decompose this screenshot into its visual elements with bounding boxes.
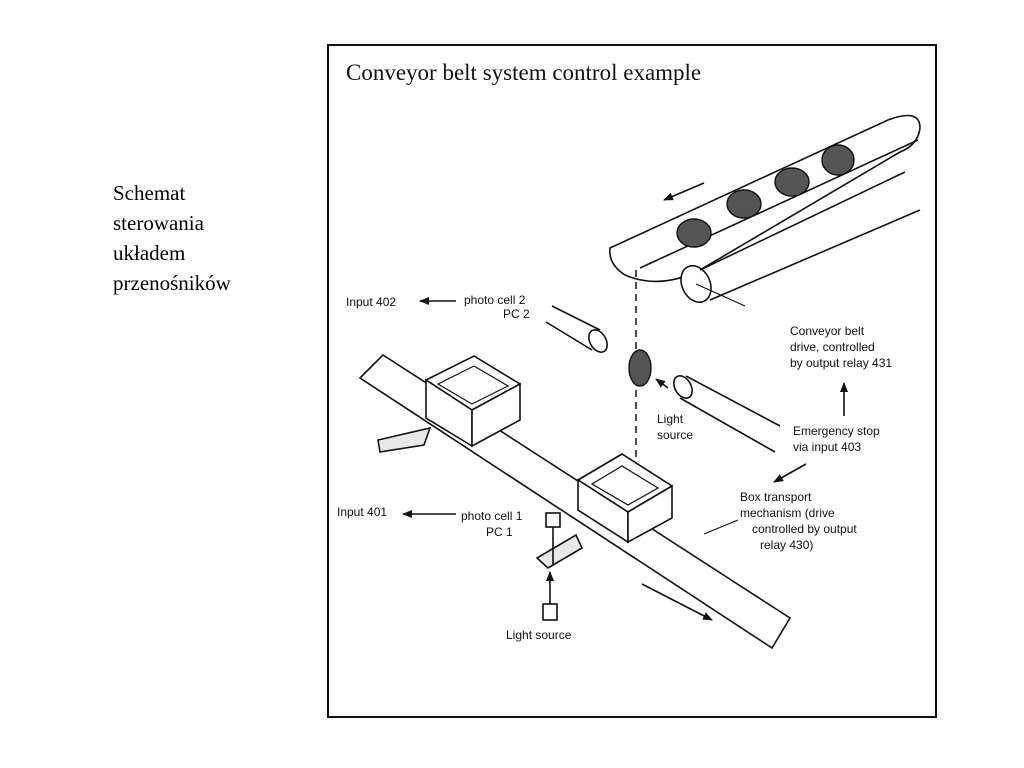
label-box-transport: relay 430) — [760, 538, 813, 552]
photo-cell-2-cylinder — [545, 305, 608, 353]
caption-line: układem — [113, 241, 186, 265]
item-blob — [774, 167, 810, 197]
label-belt-drive: Conveyor belt — [790, 324, 865, 338]
label-belt-drive: by output relay 431 — [790, 356, 892, 370]
item-blob — [821, 144, 855, 176]
light-source-upper-cylinder — [673, 375, 781, 453]
box-1 — [424, 355, 522, 448]
label-pc-1: PC 1 — [486, 525, 513, 539]
label-light-source-lower: Light source — [506, 628, 572, 642]
caption-line: sterowania — [113, 211, 204, 235]
leader-box-transport — [703, 519, 739, 535]
photo-cell-1-sensor — [545, 512, 561, 566]
label-photo-cell-1: photo cell 1 — [461, 509, 523, 523]
item-blob — [676, 218, 712, 248]
label-box-transport: Box transport — [740, 490, 812, 504]
label-box-transport: controlled by output — [752, 522, 857, 536]
caption-line: przenośników — [113, 271, 231, 295]
arrow-emergency-stop — [773, 463, 807, 483]
label-input-402: Input 402 — [346, 295, 396, 309]
box-2 — [576, 453, 674, 544]
light-beam-arrow — [655, 378, 669, 389]
belt-direction-arrow — [663, 182, 705, 201]
falling-item — [628, 349, 652, 387]
label-photo-cell-2: photo cell 2 — [464, 293, 526, 307]
label-light-source-upper: Light — [657, 412, 684, 426]
label-pc-2: PC 2 — [503, 307, 530, 321]
lower-belt-direction-arrow — [641, 583, 713, 621]
label-belt-drive: drive, controlled — [790, 340, 875, 354]
light-source-lower-emitter — [542, 571, 558, 621]
caption-line: Schemat — [113, 181, 186, 205]
label-emergency-stop: Emergency stop — [793, 424, 880, 438]
label-box-transport: mechanism (drive — [740, 506, 835, 520]
label-emergency-stop: via input 403 — [793, 440, 861, 454]
figure-title: Conveyor belt system control example — [346, 60, 701, 85]
slide-caption: Schemat sterowania układem przenośników — [113, 178, 231, 298]
label-input-401: Input 401 — [337, 505, 387, 519]
upper-conveyor-belt — [608, 114, 921, 307]
item-blob — [726, 189, 762, 219]
label-light-source-upper: source — [657, 428, 693, 442]
